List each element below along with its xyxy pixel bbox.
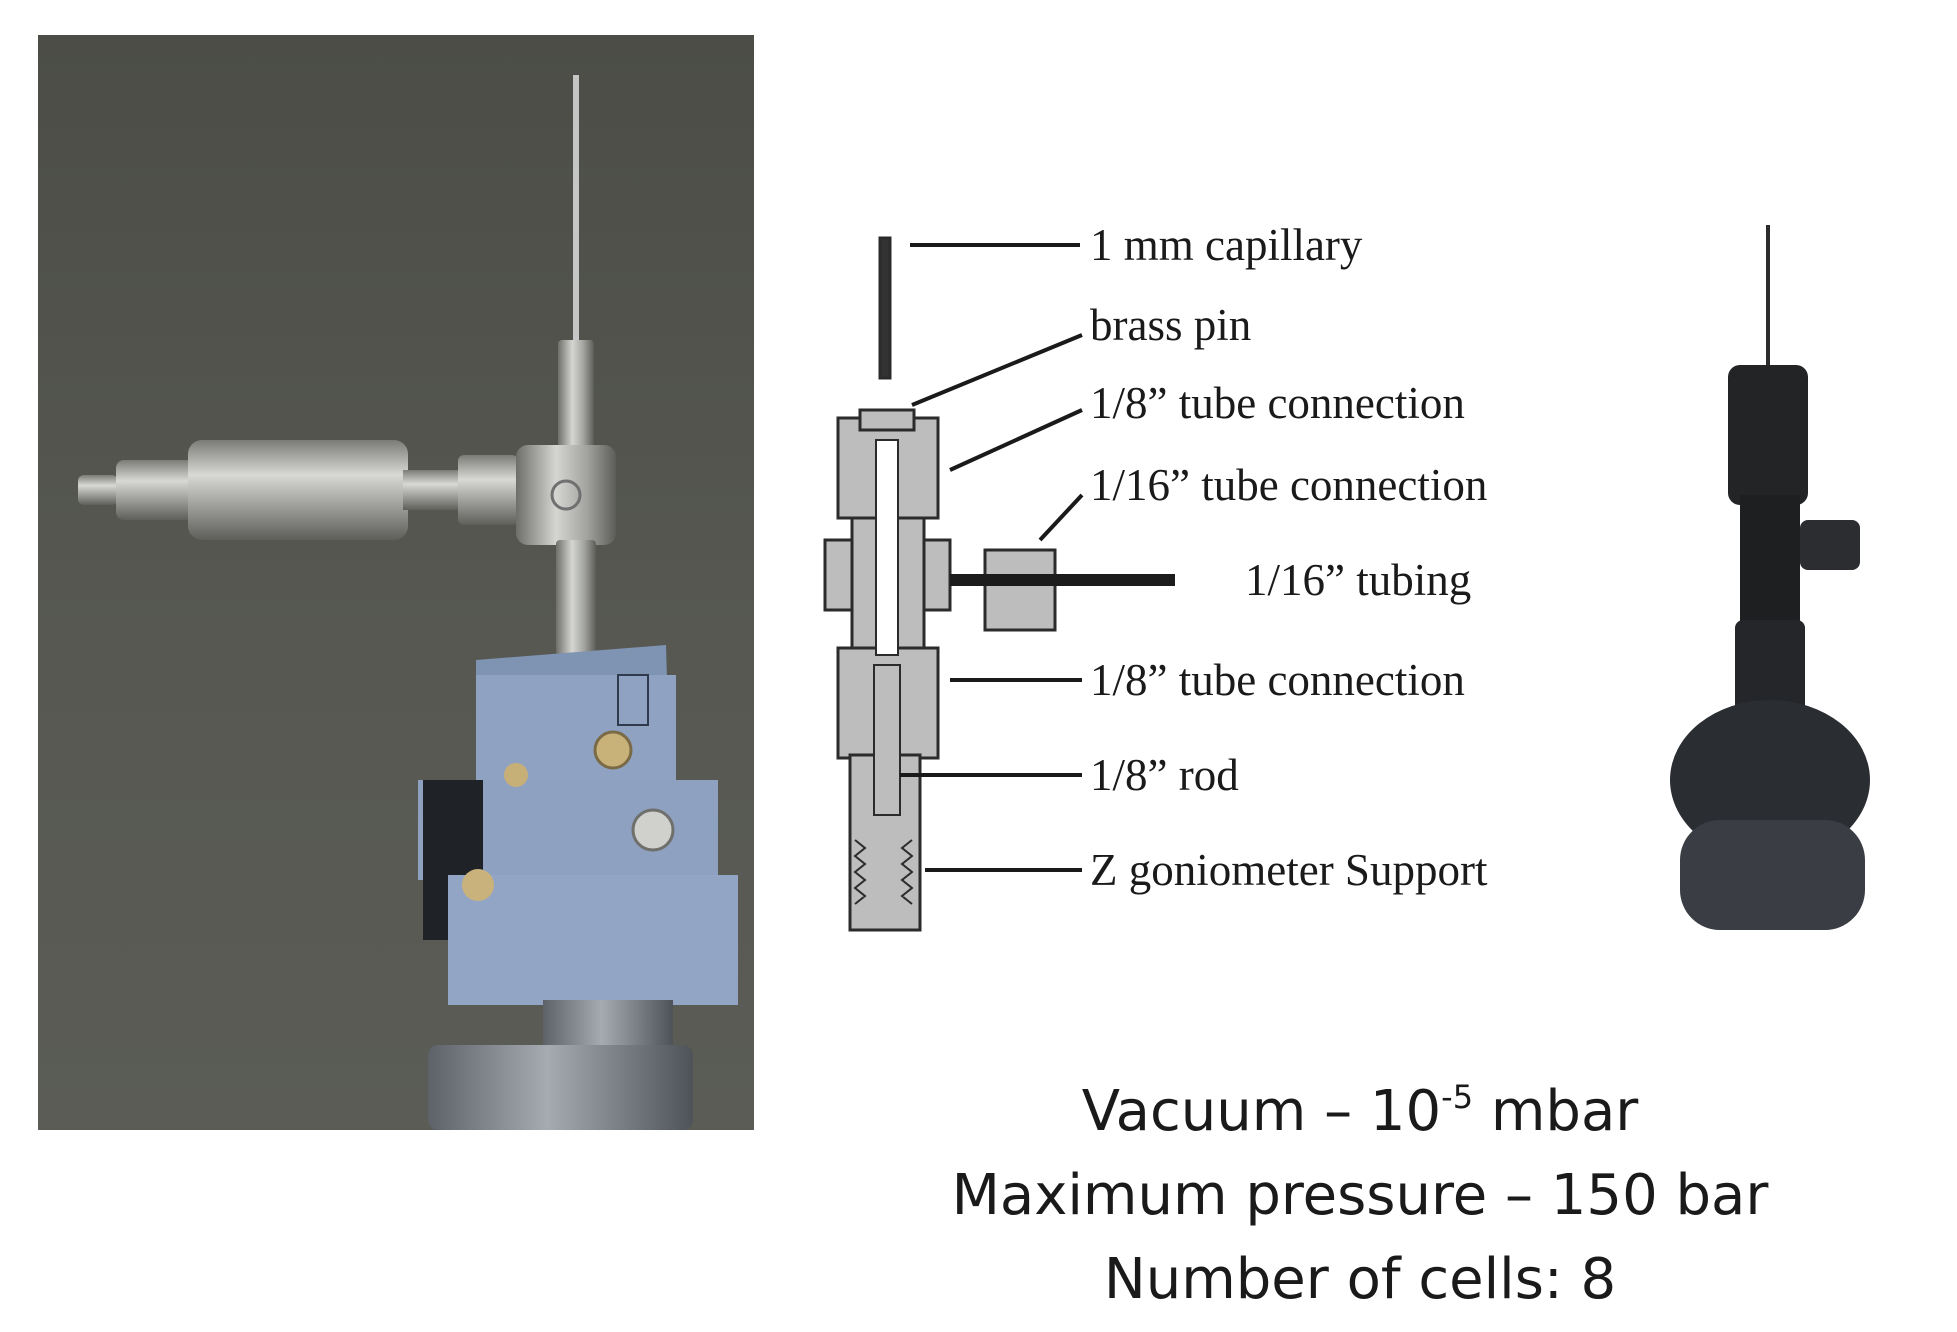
brass-pin-head — [858, 408, 916, 432]
label-tube-connection-top: 1/8” tube connection — [1090, 378, 1465, 428]
knob-base — [428, 1045, 693, 1130]
top-fitting — [558, 340, 594, 455]
specifications: Vacuum – 10-5 mbar Maximum pressure – 15… — [880, 1070, 1840, 1322]
goniometer-slot — [617, 674, 649, 726]
tubing-shape — [950, 574, 1175, 586]
black-cell-base — [1680, 820, 1865, 930]
capillary-glass — [573, 75, 579, 375]
spec-vacuum-unit: mbar — [1473, 1079, 1639, 1144]
side-nut — [983, 548, 1057, 632]
inner-bore — [875, 439, 899, 656]
screw-1 — [593, 730, 633, 770]
label-tube-connection-bottom: 1/8” tube connection — [1090, 655, 1465, 705]
tee-mark — [550, 479, 582, 511]
diagram-svg: 1 mm capillary brass pin 1/8” tube conne… — [823, 220, 1488, 932]
screw-2 — [631, 808, 675, 852]
goniometer-base-block — [448, 875, 738, 1005]
arm-nut — [403, 470, 463, 510]
spec-vacuum-label: Vacuum – 10 — [1081, 1079, 1442, 1144]
black-cell-side-fitting — [1800, 520, 1860, 570]
arm-nut-2 — [458, 455, 518, 525]
black-cell-body — [1740, 495, 1800, 635]
tee-body — [516, 445, 616, 545]
leader-brass-pin — [911, 333, 1083, 407]
label-tubing: 1/16” tubing — [1245, 555, 1471, 605]
screw-4 — [462, 869, 494, 901]
spec-pressure: Maximum pressure – 150 bar — [951, 1163, 1769, 1228]
photo-black-cell-svg — [1670, 225, 1870, 930]
label-goniometer-support: Z goniometer Support — [1090, 845, 1488, 895]
label-rod: 1/8” rod — [1090, 750, 1239, 800]
screw-3 — [504, 763, 528, 787]
rod-shape — [873, 664, 901, 816]
leader-tube-top — [949, 408, 1083, 472]
black-cell-top-nut — [1728, 365, 1808, 505]
spec-vacuum: Vacuum – 10-5 mbar — [880, 1070, 1840, 1154]
leader-tube-side — [1038, 493, 1084, 542]
spec-cells: Number of cells: 8 — [1103, 1247, 1617, 1312]
arm-valve — [188, 440, 408, 540]
arm-coupling — [116, 460, 196, 520]
label-tube-connection-side: 1/16” tube connection — [1090, 460, 1487, 510]
label-capillary: 1 mm capillary — [1090, 220, 1363, 270]
lower-fitting — [556, 540, 596, 655]
thread-marks — [853, 839, 914, 905]
arm-tip — [78, 475, 118, 505]
photo-cell-on-goniometer — [38, 35, 754, 1130]
photo-illustration — [78, 75, 738, 1130]
label-brass-pin: brass pin — [1090, 300, 1251, 350]
cross-section-diagram: 1 mm capillary brass pin 1/8” tube conne… — [800, 200, 1670, 980]
photo-black-cell — [1660, 220, 1930, 950]
spec-vacuum-exponent: -5 — [1441, 1078, 1474, 1116]
capillary-shape — [878, 236, 892, 380]
